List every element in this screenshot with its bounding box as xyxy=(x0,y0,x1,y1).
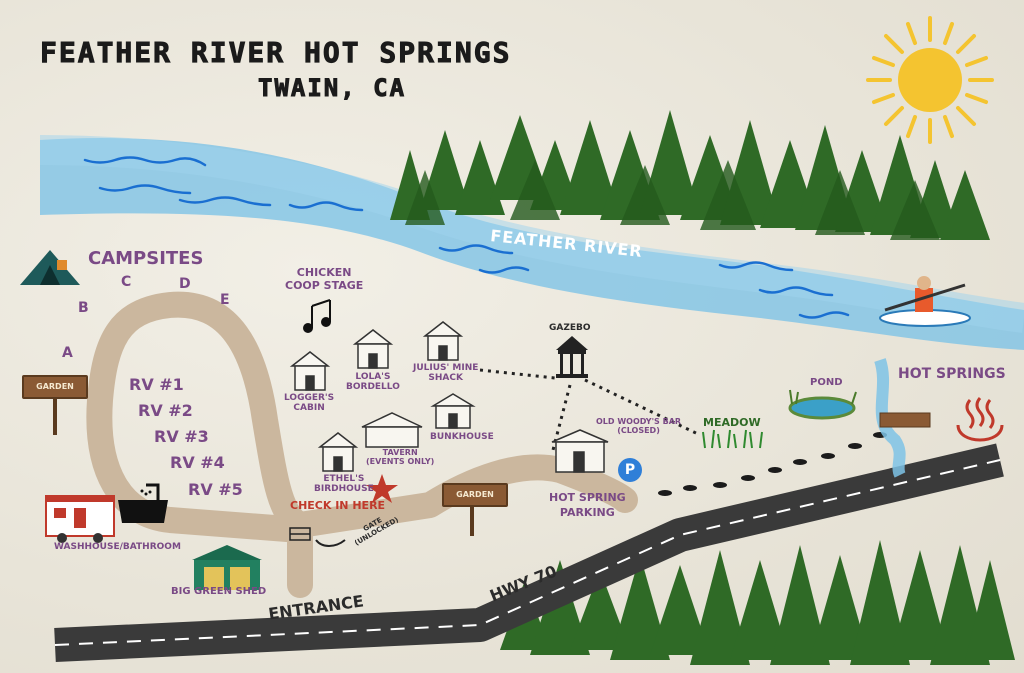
rv-site-4: RV #4 xyxy=(170,453,225,472)
washhouse-label: WASHHOUSE/BATHROOM xyxy=(54,542,181,552)
rv-site-1: RV #1 xyxy=(129,375,184,394)
tavern-label: TAVERN (EVENTS ONLY) xyxy=(366,448,435,466)
campsite-b: B xyxy=(78,300,89,316)
campsite-a: A xyxy=(62,345,73,361)
gazebo-icon xyxy=(556,336,588,378)
campsite-e: E xyxy=(220,292,230,308)
washhouse-trailer-icon xyxy=(45,495,115,543)
highway xyxy=(54,443,1004,662)
river-wave-lines xyxy=(83,156,850,319)
garden-sign-post-center xyxy=(470,500,474,536)
meadow-label: MEADOW xyxy=(703,416,761,429)
loggers-cabin-label: LOGGER'S CABIN xyxy=(284,393,335,413)
hot-springs-label: HOT SPRINGS xyxy=(898,366,1006,382)
garden-sign-center: GARDEN xyxy=(442,483,508,507)
gazebo-connectors xyxy=(479,368,701,451)
check-in-label: CHECK IN HERE xyxy=(290,499,386,512)
old-woodys-label: OLD WOODY'S BAR (CLOSED) xyxy=(596,417,682,435)
bunkhouse-label: BUNKHOUSE xyxy=(430,432,494,442)
gate-icon xyxy=(289,527,311,541)
campsite-d: D xyxy=(179,276,191,292)
gazebo-label: GAZEBO xyxy=(549,323,591,333)
stream-bridge-icon xyxy=(874,358,931,478)
ethels-birdhouse-label: ETHEL'S BIRDHOUSE xyxy=(314,474,374,494)
hot-spring-parking-label: HOT SPRING PARKING xyxy=(549,491,626,519)
big-green-shed-label: BIG GREEN SHED xyxy=(171,586,267,597)
hot-springs-icon xyxy=(956,397,1004,442)
map-title: FEATHER RIVER HOT SPRINGS xyxy=(39,36,512,70)
barn-icon xyxy=(192,545,262,590)
map-subtitle: TWAIN, CA xyxy=(257,74,407,103)
meadow-grass-icon xyxy=(702,429,763,449)
sun-icon xyxy=(866,16,994,144)
forest-south xyxy=(500,540,1015,665)
gate-arrow-icon xyxy=(315,539,346,547)
kayaker-icon xyxy=(879,276,971,327)
parking-icon: P xyxy=(618,458,642,482)
tent-icon xyxy=(20,250,80,285)
rv-site-2: RV #2 xyxy=(138,401,193,420)
lolas-bordello-label: LOLA'S BORDELLO xyxy=(346,372,400,392)
rv-site-5: RV #5 xyxy=(188,480,243,499)
pond-icon xyxy=(788,389,857,420)
cabin-icons xyxy=(289,321,609,473)
music-notes-icon xyxy=(303,299,331,333)
chicken-coop-label: CHICKEN COOP STAGE xyxy=(285,266,364,292)
campsites-title: CAMPSITES xyxy=(88,248,204,269)
pond-label: POND xyxy=(810,377,843,388)
dirt-path xyxy=(86,291,638,598)
check-in-star-icon xyxy=(366,474,398,503)
bathtub-icon xyxy=(118,483,168,523)
garden-sign-post-left xyxy=(53,395,57,435)
garden-sign-left: GARDEN xyxy=(22,375,88,399)
footprints-trail xyxy=(658,432,887,496)
julius-mine-label: JULIUS' MINE SHACK xyxy=(413,363,479,383)
rv-site-3: RV #3 xyxy=(154,427,209,446)
campsite-c: C xyxy=(121,274,132,290)
